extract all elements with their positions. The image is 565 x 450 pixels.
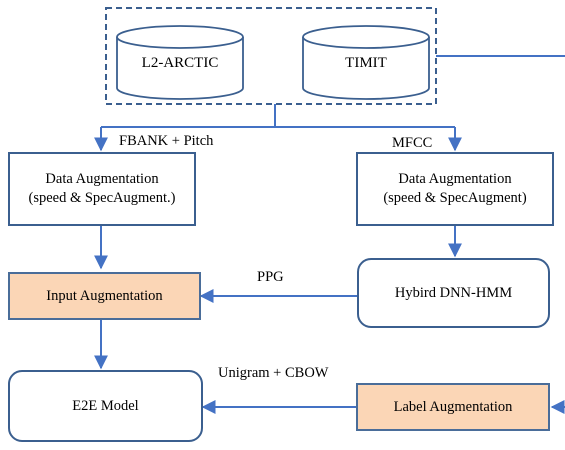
l2-arctic-cylinder: [116, 25, 244, 100]
unigram-cbow-label: Unigram + CBOW: [218, 365, 329, 381]
aug-left-line1: Data Augmentation: [45, 171, 159, 187]
aug-right-line2: (speed & SpecAugment): [383, 190, 527, 206]
dataset-container: [105, 7, 437, 105]
dataset-timit-label: TIMIT: [345, 55, 387, 71]
aug-right-line1: Data Augmentation: [398, 171, 512, 187]
data-augmentation-right-box: Data Augmentation (speed & SpecAugment): [356, 152, 554, 226]
mfcc-label: MFCC: [392, 135, 433, 151]
ppg-label: PPG: [257, 269, 284, 285]
aug-left-line2: (speed & SpecAugment.): [28, 190, 176, 206]
e2e-model-box: E2E Model: [8, 370, 203, 442]
fbank-pitch-label: FBANK + Pitch: [119, 133, 214, 149]
dataset-l2-arctic-label: L2-ARCTIC: [141, 55, 219, 71]
hybrid-label: Hybird DNN-HMM: [394, 284, 513, 301]
input-aug-label: Input Augmentation: [46, 287, 163, 304]
timit-cylinder: [302, 25, 430, 100]
e2e-label: E2E Model: [72, 397, 139, 414]
label-augmentation-box: Label Augmentation: [356, 383, 550, 431]
data-augmentation-left-box: Data Augmentation (speed & SpecAugment.): [8, 152, 196, 226]
label-aug-label: Label Augmentation: [393, 398, 513, 415]
input-augmentation-box: Input Augmentation: [8, 272, 201, 320]
hybrid-dnn-hmm-box: Hybird DNN-HMM: [357, 258, 550, 328]
